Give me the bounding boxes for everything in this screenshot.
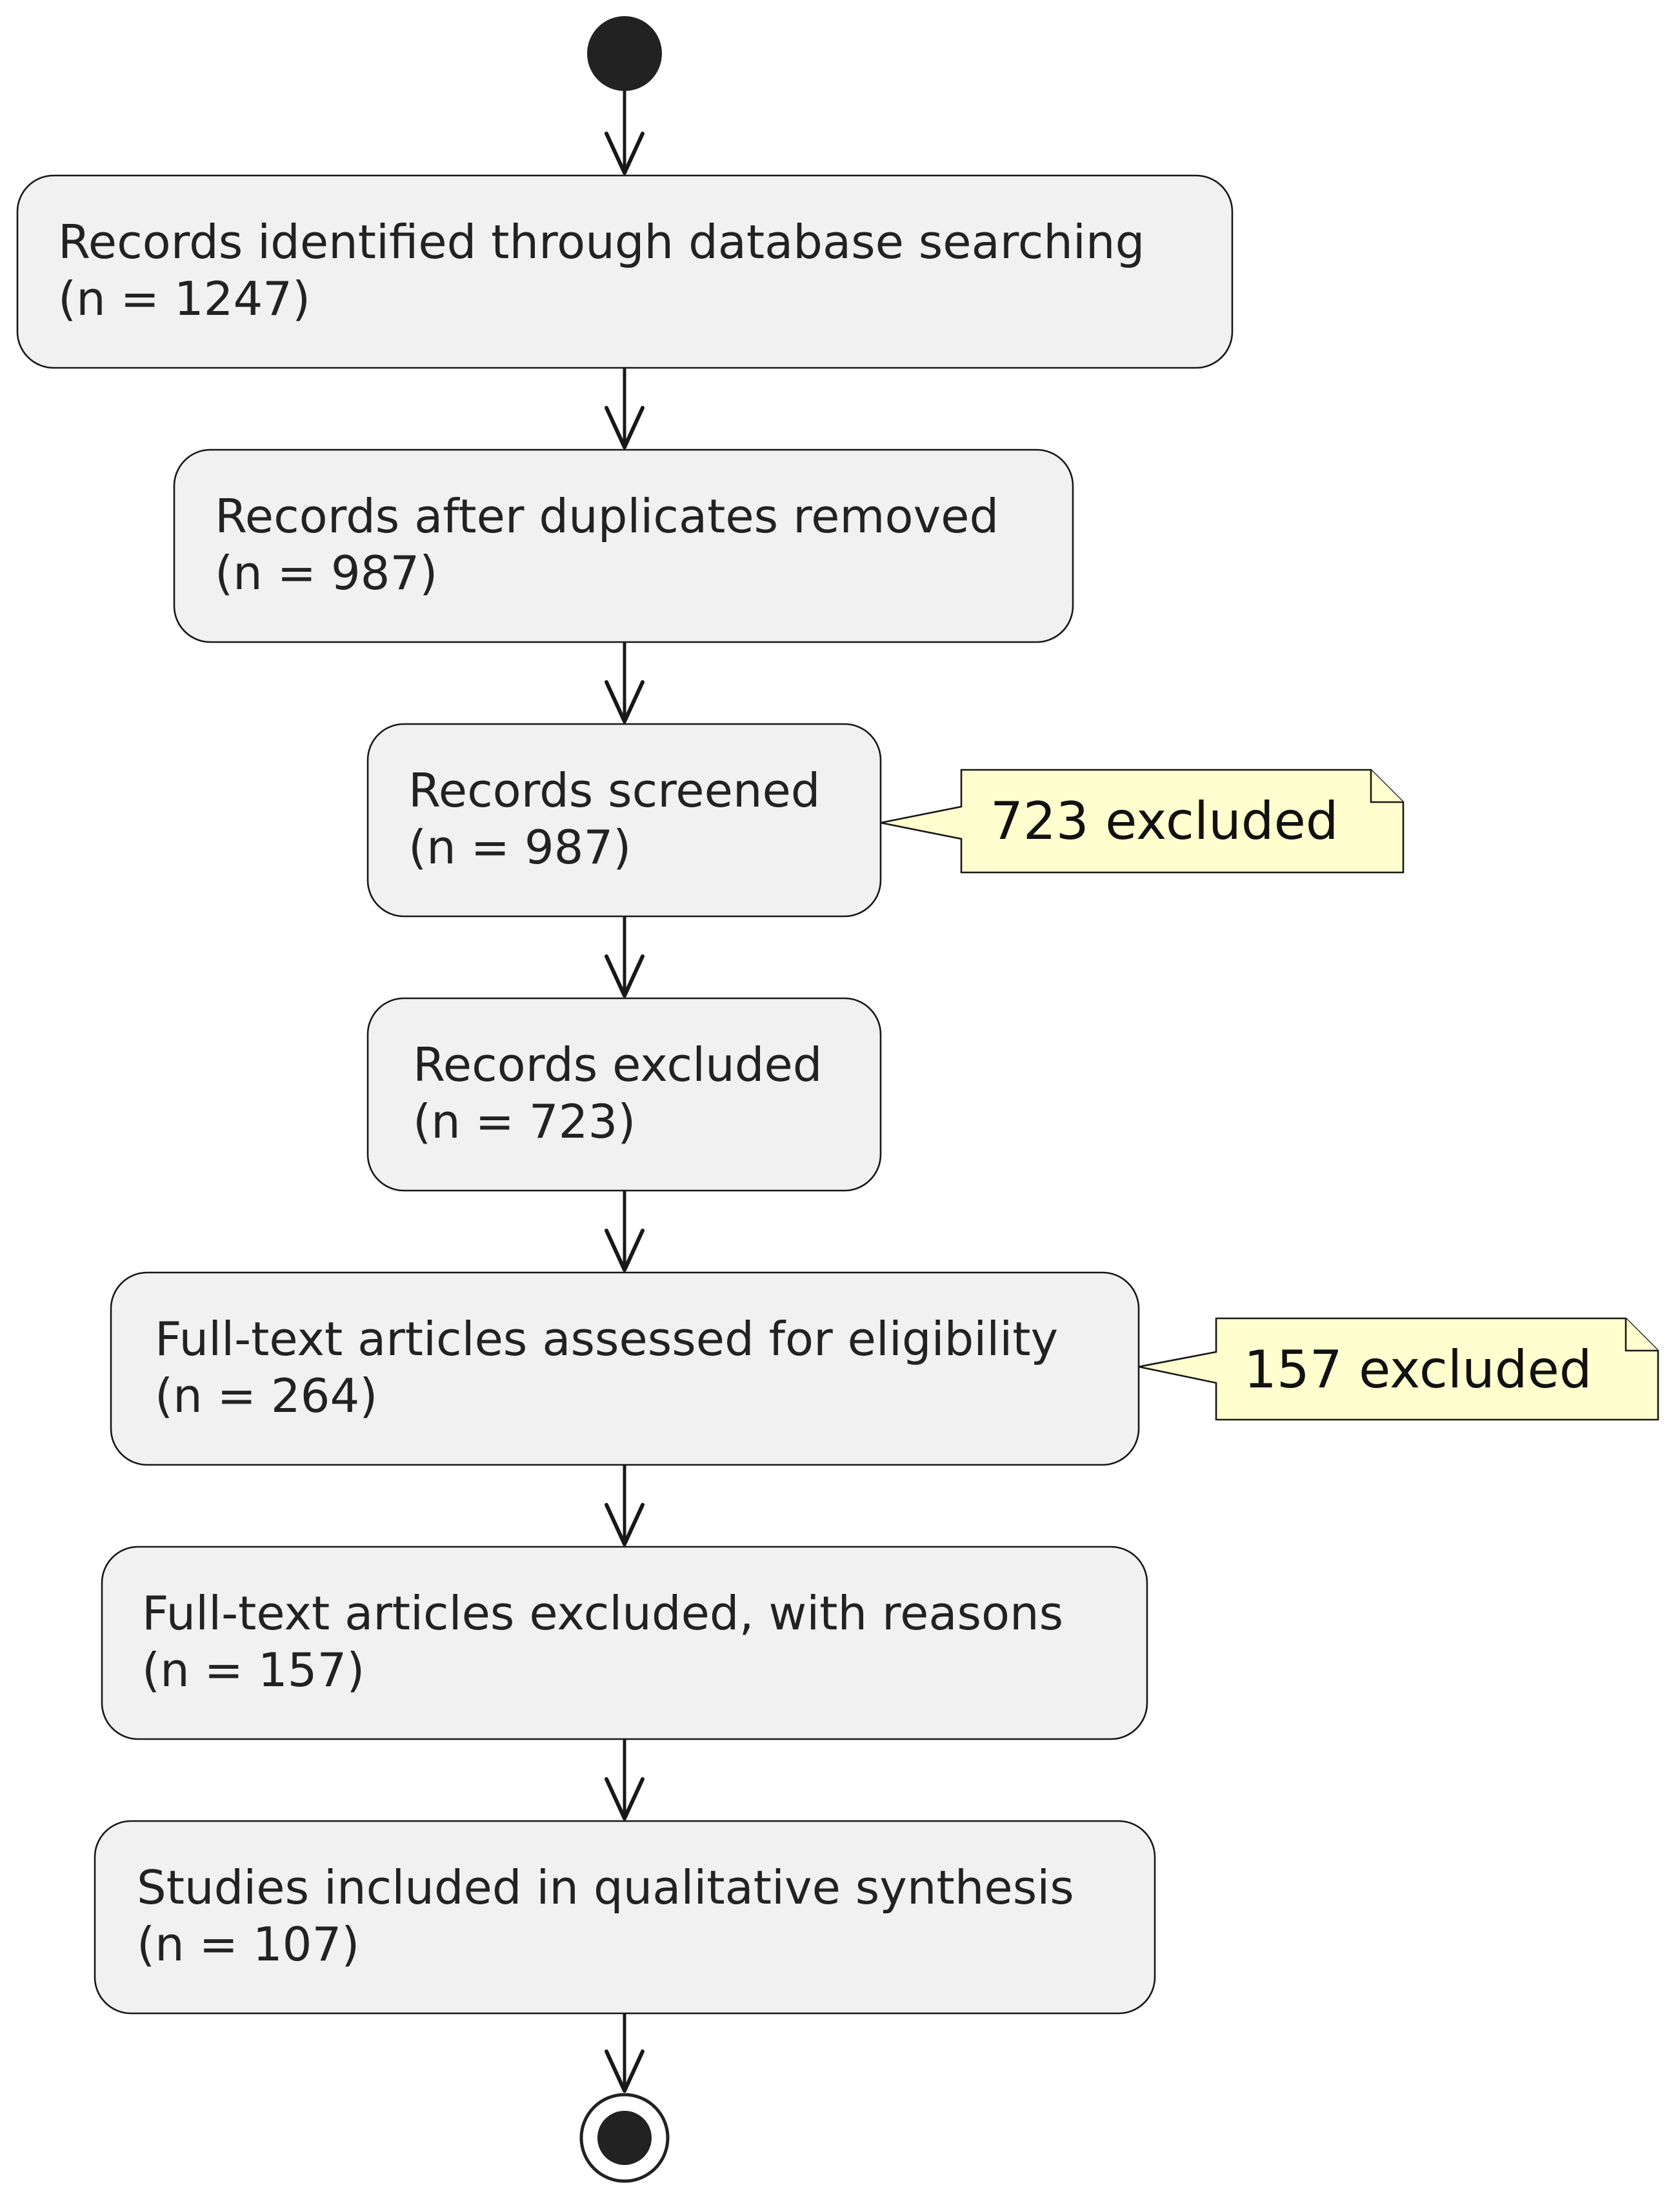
step-records-after-duplicates-count: (n = 987) [215, 546, 437, 600]
note-eligibility-excluded-text: 157 excluded [1244, 1340, 1592, 1400]
start-node [587, 16, 662, 91]
edge-step3-to-step4 [605, 916, 645, 998]
end-node [579, 2093, 670, 2183]
step-records-after-duplicates-label: Records after duplicates removed [215, 489, 999, 543]
step-full-text-excluded-count: (n = 157) [142, 1643, 365, 1697]
edge-step7-to-end [605, 2013, 645, 2093]
note-screening-excluded-text: 723 excluded [990, 791, 1339, 851]
step-studies-included: Studies included in qualitative synthesi… [94, 1820, 1156, 2015]
step-records-identified: Records identified through database sear… [16, 174, 1234, 369]
note-screening-excluded: 723 excluded [880, 769, 1405, 874]
step-records-identified-count: (n = 1247) [58, 272, 310, 326]
step-full-text-excluded: Full-text articles excluded, with reason… [101, 1546, 1148, 1740]
step-records-excluded-count: (n = 723) [413, 1094, 635, 1149]
step-records-screened: Records screened (n = 987) [366, 723, 882, 918]
step-records-after-duplicates: Records after duplicates removed (n = 98… [173, 448, 1074, 643]
step-full-text-assessed: Full-text articles assessed for eligibil… [110, 1271, 1140, 1466]
step-full-text-assessed-label: Full-text articles assessed for eligibil… [155, 1312, 1058, 1366]
edge-step2-to-step3 [605, 642, 645, 723]
note-eligibility-excluded: 157 excluded [1138, 1317, 1659, 1421]
step-records-excluded-label: Records excluded [413, 1038, 822, 1092]
step-full-text-excluded-label: Full-text articles excluded, with reason… [142, 1586, 1063, 1640]
step-records-screened-count: (n = 987) [408, 820, 631, 874]
edge-start-to-step1 [605, 91, 645, 175]
step-records-screened-label: Records screened [408, 763, 821, 818]
edge-step6-to-step7 [605, 1739, 645, 1820]
step-studies-included-label: Studies included in qualitative synthesi… [137, 1860, 1074, 1915]
edge-step1-to-step2 [605, 368, 645, 449]
step-records-excluded: Records excluded (n = 723) [366, 997, 882, 1192]
step-studies-included-count: (n = 107) [137, 1917, 359, 1971]
edge-step5-to-step6 [605, 1465, 645, 1546]
step-full-text-assessed-count: (n = 264) [155, 1369, 377, 1423]
step-records-identified-label: Records identified through database sear… [58, 215, 1145, 269]
edge-step4-to-step5 [605, 1191, 645, 1272]
